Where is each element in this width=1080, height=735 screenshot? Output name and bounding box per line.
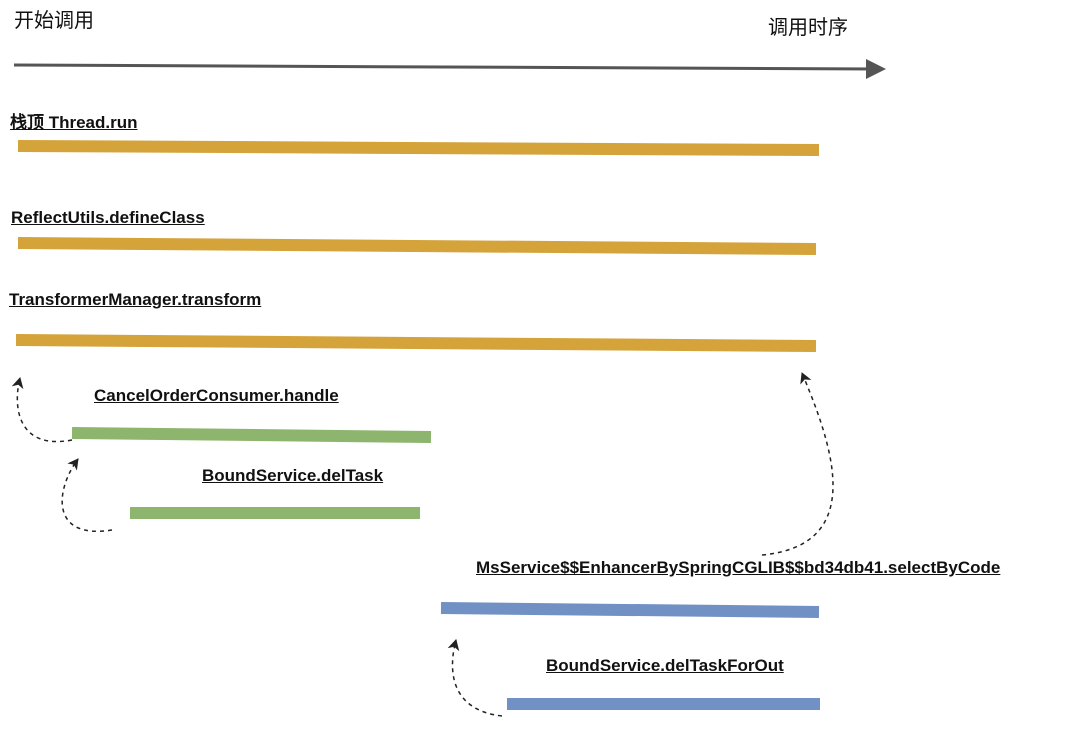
timeline-axis-arrow [13,63,877,74]
frame-label-bound-service-deltask: BoundService.delTask [202,466,384,485]
return-arrow-deltask-to-cancel [61,458,113,533]
return-arrow-deltaskforout-to-msservice [447,639,503,717]
frame-label-ms-service: MsService$$EnhancerBySpringCGLIB$$bd34db… [476,558,1001,577]
frame-bar-thread-run [17,140,820,156]
start-call-label: 开始调用 [14,8,94,32]
timeline-arrowhead [866,59,886,79]
frame-label-reflect-utils: ReflectUtils.defineClass [11,208,205,227]
frame-label-bound-service-deltaskforout: BoundService.delTaskForOut [546,656,784,675]
frame-bar-reflect-utils [17,237,817,255]
frame-label-thread-run: 栈顶 Thread.run [10,113,138,132]
return-arrow-msservice-to-transformer [761,372,834,556]
call-timeline-label: 调用时序 [768,15,848,39]
frame-bar-ms-service [440,602,820,618]
frame-label-transformer-manager: TransformerManager.transform [9,290,262,309]
return-arrow-cancel-to-transformer [11,377,73,443]
frame-bar-cancel-order-consumer [71,427,432,443]
frame-label-cancel-order-consumer: CancelOrderConsumer.handle [94,386,339,405]
frame-bar-transformer-manager [15,334,817,352]
